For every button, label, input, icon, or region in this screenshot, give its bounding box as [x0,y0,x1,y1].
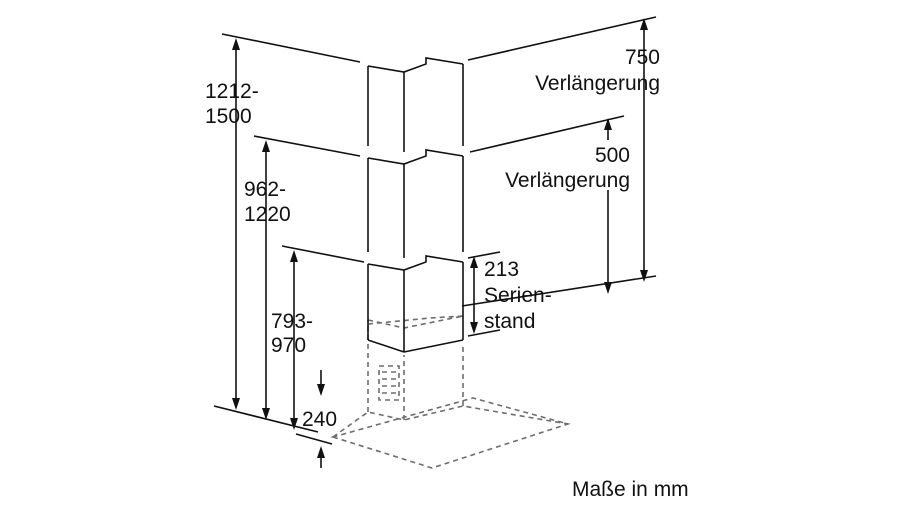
height-793-970-line2: 970 [271,334,306,357]
extension-750-label: Verlängerung [535,72,660,95]
extension-500-label: Verlängerung [505,169,630,192]
height-962-1220-line2: 1220 [244,203,291,226]
hood-240-value: 240 [302,408,337,431]
dimension-750-extension: 750 Verlängerung [535,18,660,282]
extension-750-value: 750 [625,46,660,69]
height-793-970-line1: 793- [271,310,313,333]
dimension-1212-1500: 1212- 1500 [205,38,259,410]
height-1212-1500-line1: 1212- [205,80,259,103]
dimension-240-hood: 240 [302,370,337,468]
dimension-962-1220: 962- 1220 [244,140,291,420]
units-footnote: Maße in mm [572,478,689,501]
vent-grille-icon [378,365,400,401]
dimension-500-extension: 500 Verlängerung [505,118,630,294]
standard-213-value: 213 [484,258,519,281]
chimney-standard-section [367,255,464,353]
standard-213-label-line1: Serien- [484,284,552,307]
height-1212-1500-line2: 1500 [205,105,252,128]
height-962-1220-line1: 962- [244,178,286,201]
standard-213-label-line2: stand [484,310,535,333]
chimney-extension-750-section [367,57,464,152]
chimney-extension-500-section [367,149,464,258]
extension-500-value: 500 [595,144,630,167]
dimension-213-standard: 213 Serien- stand [470,256,552,334]
dimension-793-970: 793- 970 [271,250,313,430]
